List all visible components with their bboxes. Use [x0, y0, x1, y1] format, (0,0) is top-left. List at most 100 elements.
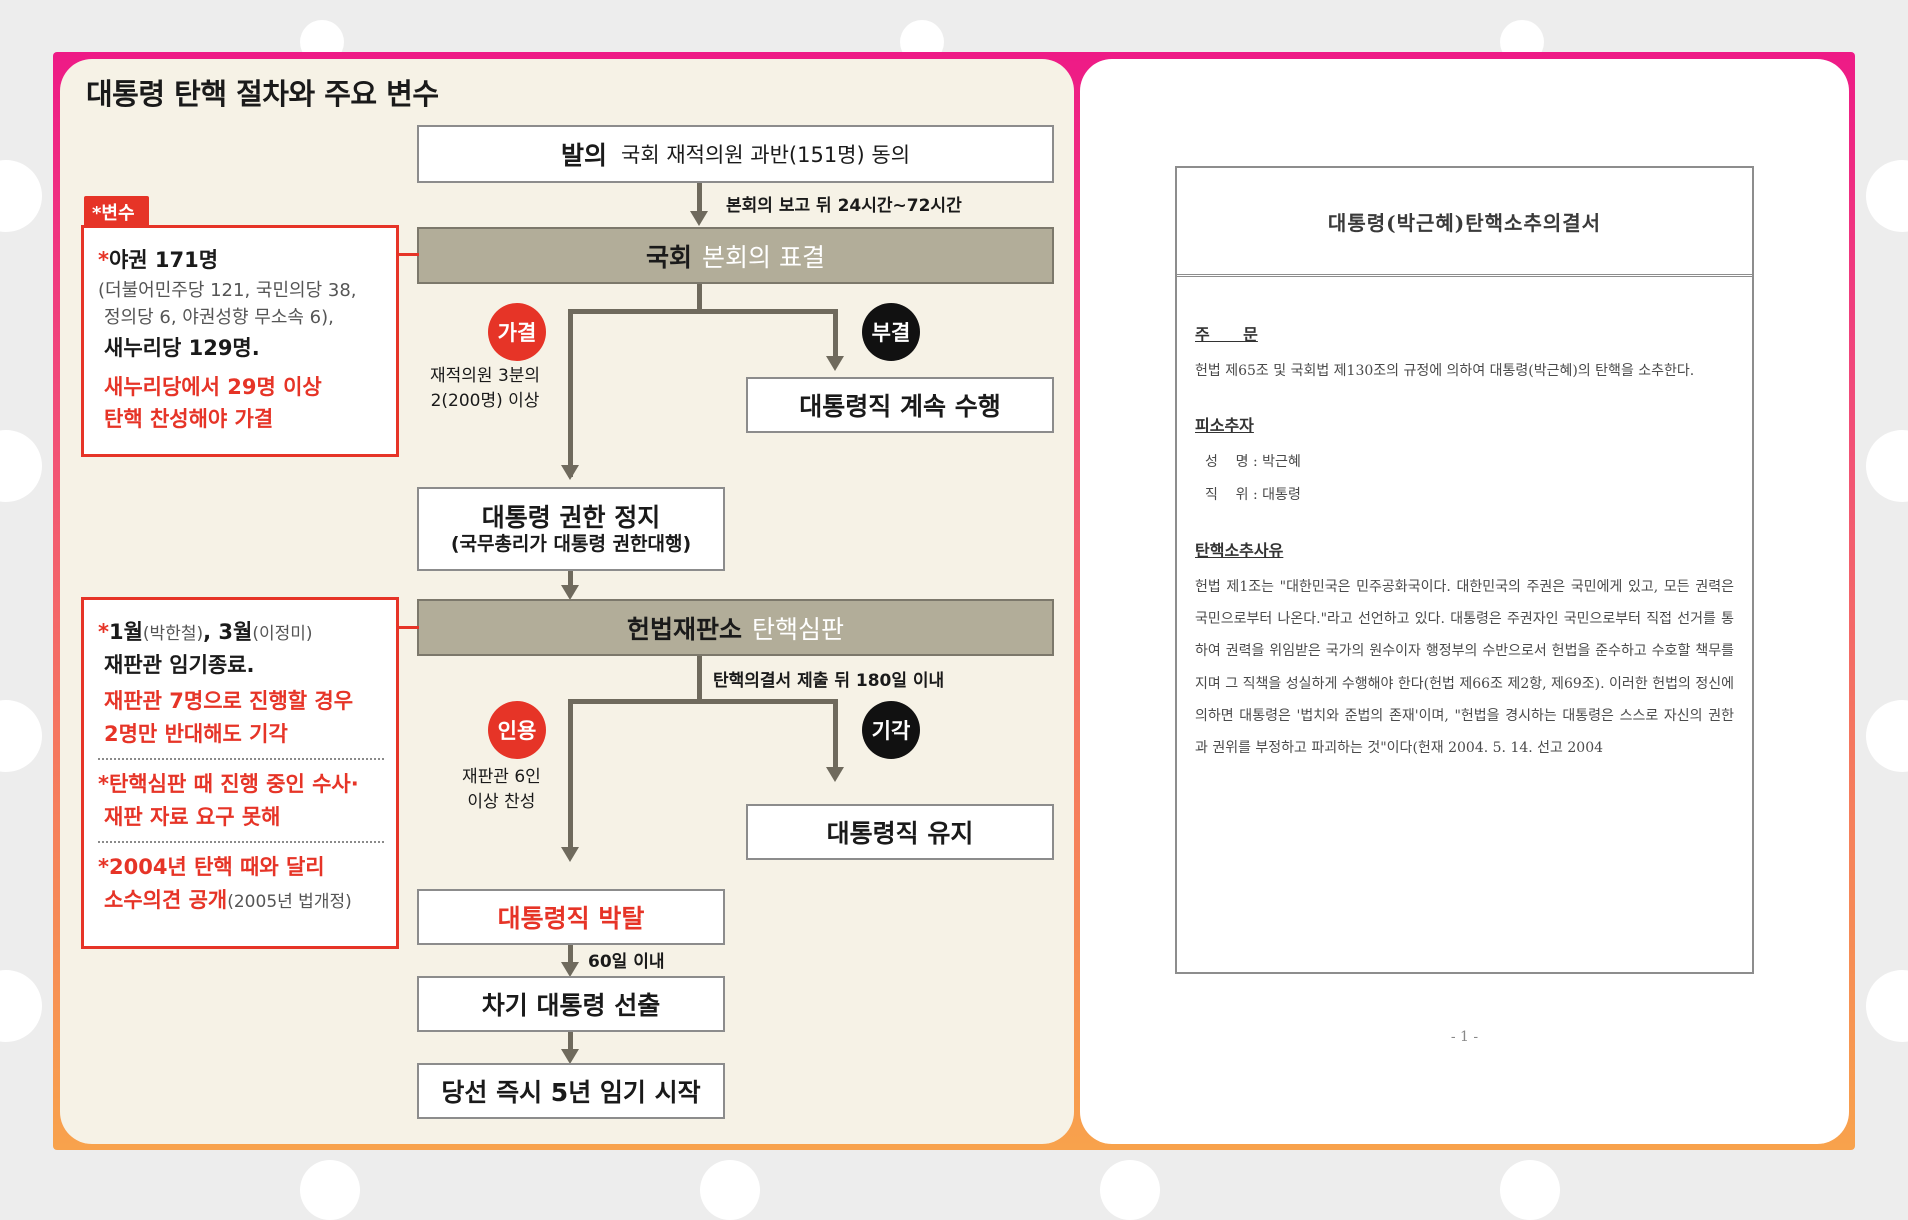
assembly-vote-box: 국회 본회의 표결	[417, 227, 1054, 284]
arrow-head	[561, 585, 579, 600]
passed-condition-line: 2(200명) 이상	[430, 390, 540, 411]
connector	[697, 656, 702, 701]
upheld-badge: 인용	[488, 701, 546, 759]
background-dot	[0, 700, 42, 772]
background-dot	[1866, 160, 1908, 232]
passed-badge: 가결	[488, 303, 546, 361]
asterisk: *	[98, 855, 109, 880]
diagram-title: 대통령 탄핵 절차와 주요 변수	[86, 77, 439, 111]
arrow-head	[561, 1049, 579, 1064]
note-after-removal: 60일 이내	[588, 952, 665, 972]
suspension-box: 대통령 권한 정지 (국무총리가 대통령 권한대행)	[417, 487, 725, 571]
connector	[568, 945, 573, 965]
court-main: 헌법재판소	[626, 614, 742, 644]
removal-text: 대통령직 박탈	[497, 904, 645, 933]
rejected-badge: 부결	[862, 303, 920, 361]
connector	[397, 626, 419, 629]
arrow-head	[561, 962, 579, 977]
note-after-proposal: 본회의 보고 뒤 24시간~72시간	[726, 196, 962, 216]
proposal-head: 발의	[560, 141, 607, 170]
connector	[568, 309, 573, 477]
variables-box-assembly: *야권 171명 (더불어민주당 121, 국민의당 38, 정의당 6, 야권…	[81, 225, 399, 457]
variables-tag: *변수	[84, 196, 149, 228]
document-body: 주 문 헌법 제65조 및 국회법 제130조의 규정에 의하여 대통령(박근혜…	[1177, 277, 1752, 764]
variable-line: 재판 자료 요구 못해	[104, 804, 281, 829]
impeachment-diagram-panel: 대통령 탄핵 절차와 주요 변수 발의 국회 재적의원 과반(151명) 동의 …	[60, 59, 1074, 1144]
section-heading: 탄핵소추사유	[1195, 541, 1284, 561]
assembly-vote-main: 국회	[646, 242, 693, 272]
variable-line: 정의당 6, 야권성향 무소속 6),	[104, 307, 334, 329]
connector	[833, 699, 838, 769]
background-dot	[1866, 700, 1908, 772]
passed-condition-line: 재적의원 3분의	[430, 366, 541, 386]
variable-line: *탄핵심판 때 진행 중인 수사·	[98, 772, 359, 797]
connector	[397, 253, 419, 256]
note-after-court: 탄핵의결서 제출 뒤 180일 이내	[713, 671, 945, 691]
upheld-condition-line: 이상 찬성	[467, 791, 536, 812]
divider	[98, 841, 384, 844]
variable-line: 2명만 반대해도 기각	[104, 721, 288, 746]
connector	[568, 571, 573, 589]
background-dot	[1100, 1160, 1160, 1220]
passed-condition: 재적의원 3분의 2(200명) 이상	[430, 364, 540, 413]
proposal-detail: 국회 재적의원 과반(151명) 동의	[621, 143, 911, 167]
background-dot	[0, 970, 42, 1042]
section-text: 헌법 제65조 및 국회법 제130조의 규정에 의하여 대통령(박근혜)의 탄…	[1195, 363, 1695, 379]
proposal-box: 발의 국회 재적의원 과반(151명) 동의	[417, 125, 1054, 183]
variable-line: 탄핵 찬성해야 가결	[104, 407, 274, 432]
suspension-main: 대통령 권한 정지	[481, 502, 661, 532]
background-dot	[1866, 430, 1908, 502]
variable-line: *2004년 탄핵 때와 달리	[98, 855, 325, 880]
position-field: 직 위 : 대통령	[1205, 487, 1301, 504]
assembly-vote-light: 본회의 표결	[702, 242, 825, 272]
dismissed-badge: 기각	[862, 701, 920, 759]
upheld-condition: 재판관 6인 이상 찬성	[462, 765, 541, 814]
connector	[568, 699, 573, 849]
upheld-condition-line: 재판관 6인	[462, 767, 541, 787]
arrow-head	[826, 356, 844, 371]
asterisk: *	[98, 620, 109, 644]
variable-line: 새누리당에서 29명 이상	[104, 374, 322, 399]
asterisk: *	[98, 772, 109, 797]
connector	[697, 284, 702, 312]
variable-line: (더불어민주당 121, 국민의당 38,	[98, 279, 357, 301]
impeachment-document-panel: 대통령(박근혜)탄핵소추의결서 주 문 헌법 제65조 및 국회법 제130조의…	[1080, 59, 1849, 1144]
removal-box: 대통령직 박탈	[417, 889, 725, 945]
background-dot	[1500, 1160, 1560, 1220]
background-dot	[0, 430, 42, 502]
connector	[568, 699, 838, 704]
variables-box-court: *1월(박한철), 3월(이정미) 재판관 임기종료. 재판관 7명으로 진행할…	[81, 597, 399, 949]
connector	[568, 309, 838, 314]
name-field: 성 명 : 박근혜	[1205, 453, 1301, 470]
document-page: 대통령(박근혜)탄핵소추의결서 주 문 헌법 제65조 및 국회법 제130조의…	[1175, 166, 1754, 974]
arrow-head	[561, 465, 579, 480]
continue-duties-box: 대통령직 계속 수행	[746, 377, 1054, 433]
variable-line: 새누리당 129명.	[104, 336, 260, 361]
variable-line: 재판관 임기종료.	[104, 652, 255, 677]
variable-line: *1월(박한철), 3월(이정미)	[98, 620, 313, 644]
background-dot	[700, 1160, 760, 1220]
divider	[98, 758, 384, 761]
court-light: 탄핵심판	[752, 614, 845, 644]
document-title: 대통령(박근혜)탄핵소추의결서	[1177, 168, 1752, 277]
asterisk: *	[98, 248, 109, 272]
section-text: 헌법 제1조는 "대한민국은 민주공화국이다. 대한민국의 주권은 국민에게 있…	[1195, 579, 1734, 757]
connector	[697, 183, 702, 213]
arrow-head	[561, 847, 579, 862]
keep-office-box: 대통령직 유지	[746, 804, 1054, 860]
section-heading: 주 문	[1195, 325, 1258, 344]
term-start-box: 당선 즉시 5년 임기 시작	[417, 1063, 725, 1119]
page-number: - 1 -	[1450, 1029, 1479, 1045]
background-dot	[300, 1160, 360, 1220]
arrow-head	[826, 767, 844, 782]
variable-line: *야권 171명	[98, 248, 219, 272]
connector	[568, 1032, 573, 1050]
section-heading: 피소추자	[1195, 415, 1254, 435]
connector	[833, 309, 838, 361]
suspension-sub: (국무총리가 대통령 권한대행)	[450, 532, 692, 555]
background-dot	[1866, 970, 1908, 1042]
next-election-box: 차기 대통령 선출	[417, 976, 725, 1032]
court-trial-box: 헌법재판소 탄핵심판	[417, 599, 1054, 656]
background-dot	[0, 160, 42, 232]
variable-line: 소수의견 공개(2005년 법개정)	[104, 887, 352, 912]
